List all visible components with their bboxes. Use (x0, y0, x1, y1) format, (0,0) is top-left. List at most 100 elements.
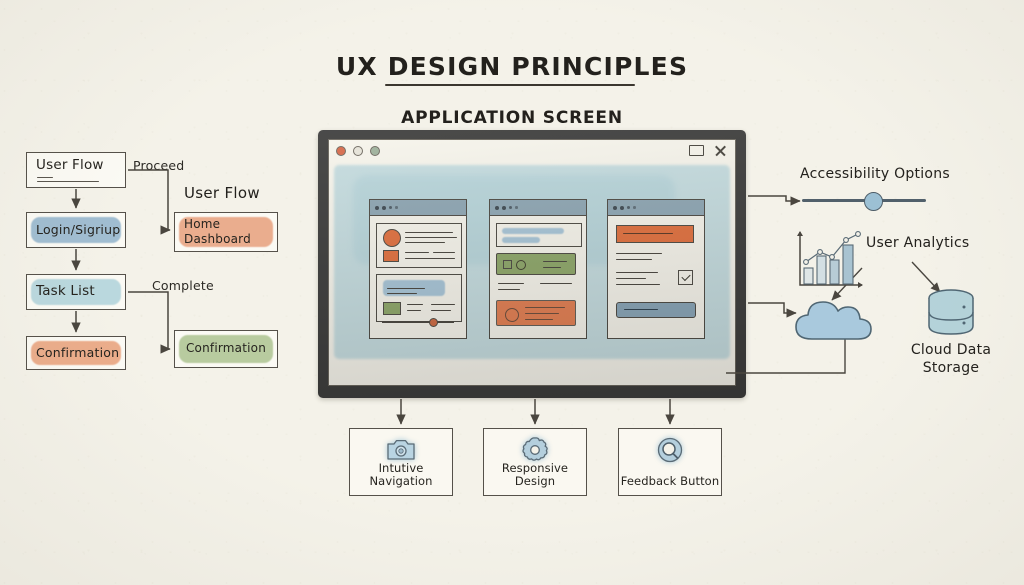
flow-step-user-flow[interactable]: User Flow (26, 152, 126, 188)
flow-step-label: Confirmation (36, 344, 120, 360)
media-block (496, 300, 576, 326)
maximize-dot-green[interactable] (370, 145, 380, 156)
camera-icon (387, 439, 415, 460)
highlight-fill (31, 217, 121, 243)
minimize-dot-gray[interactable] (353, 145, 363, 156)
text-line (407, 310, 421, 312)
text-line (525, 307, 565, 309)
flow-step-task-list[interactable]: Task List (26, 274, 126, 310)
flow-step-login-signup[interactable]: Login/Sigriup (26, 212, 126, 248)
text-line (616, 284, 660, 286)
card-dot (395, 206, 398, 209)
text-line (405, 242, 445, 244)
bar-line-chart-icon (797, 231, 863, 288)
close-dot-red[interactable] (336, 145, 346, 156)
icon-box (503, 260, 512, 269)
ruled-lines (37, 174, 111, 183)
text-line (525, 313, 559, 315)
submit-bar[interactable] (616, 302, 696, 318)
slider-knob[interactable] (864, 192, 883, 211)
flow-output-label-line1: Home (184, 217, 221, 231)
text-line (543, 261, 567, 263)
banner-block (616, 225, 694, 243)
text-line (525, 319, 553, 321)
flow-step-label: Login/Sigriup (36, 221, 121, 237)
user-flow-section-label: User Flow (184, 184, 260, 202)
text-line (405, 232, 453, 234)
profile-panel (376, 223, 462, 268)
close-icon[interactable] (715, 145, 726, 156)
card-body (614, 220, 698, 333)
feature-label-line1: Feedback Button (620, 474, 720, 489)
avatar (383, 229, 401, 247)
text-line (387, 293, 417, 295)
card-content[interactable] (489, 199, 587, 339)
accessibility-slider[interactable] (802, 192, 926, 211)
flow-output-label-line2: Dashboard (184, 232, 251, 246)
database-icon (928, 289, 974, 335)
feature-intuitive-navigation[interactable]: Intutive Navigation (349, 428, 453, 496)
analytics-arrows (831, 261, 941, 301)
slider-track (382, 321, 454, 323)
text-line (616, 272, 658, 274)
window-controls (689, 145, 726, 156)
text-block (502, 228, 564, 234)
page-subtitle: APPLICATION SCREEN (401, 108, 623, 128)
text-line (616, 278, 646, 280)
text-line (407, 304, 423, 306)
highlight-fill (31, 279, 121, 305)
card-dot (627, 206, 630, 209)
card-titlebar (490, 200, 586, 216)
text-line (405, 252, 429, 254)
slider-knob[interactable] (429, 318, 438, 327)
card-form[interactable] (607, 199, 705, 339)
edge-label-proceed: Proceed (133, 158, 185, 173)
feature-label-line1: Responsive Design (501, 460, 569, 489)
card-slider[interactable] (382, 317, 454, 327)
text-line (433, 252, 455, 254)
text-line (405, 237, 457, 239)
user-analytics-label: User Analytics (866, 235, 970, 251)
storage-label-line1: Cloud Data (910, 342, 992, 358)
feature-label: Intutive Navigation (350, 460, 452, 489)
checkbox-checked[interactable] (678, 270, 693, 285)
flow-output-confirmation[interactable]: Confirmation (174, 330, 278, 368)
text-line (616, 259, 652, 261)
text-line (540, 283, 572, 285)
content-panel (376, 274, 462, 322)
text-line (405, 258, 455, 260)
application-window (328, 139, 736, 386)
cloud-data-storage-label: Cloud Data Storage (896, 342, 1006, 377)
text-line (498, 283, 524, 285)
flow-arrows (71, 169, 171, 354)
text-line (498, 289, 520, 291)
flow-step-label: User Flow (36, 157, 104, 173)
card-dot (495, 205, 499, 210)
flow-step-confirmation[interactable]: Confirmation (26, 336, 126, 370)
card-dot (620, 205, 624, 210)
title-underline (385, 84, 635, 86)
feature-feedback-button[interactable]: Feedback Button (618, 428, 722, 496)
card-body (376, 220, 462, 333)
accessibility-options-label: Accessibility Options (800, 166, 950, 182)
highlight-fill (179, 335, 273, 363)
tag-block (383, 302, 401, 315)
maximize-icon[interactable] (689, 145, 704, 156)
card-dot (509, 206, 512, 209)
card-dot (382, 205, 386, 210)
feature-label-line2: Navigation (369, 474, 433, 489)
text-line (431, 304, 455, 306)
highlight-fill (179, 217, 273, 247)
application-window-frame (318, 130, 746, 398)
card-titlebar (370, 200, 466, 216)
feature-label: Feedback Button (619, 475, 721, 489)
feature-responsive-design[interactable]: Responsive Design (483, 428, 587, 496)
side-connectors (748, 195, 801, 318)
card-dot (389, 206, 392, 209)
feature-label-line1: Intutive (378, 460, 424, 475)
edge-label-complete: Complete (152, 278, 214, 293)
flow-output-home-dashboard[interactable]: Home Dashboard (174, 212, 278, 252)
card-profile[interactable] (369, 199, 467, 339)
card-dot (375, 205, 379, 210)
